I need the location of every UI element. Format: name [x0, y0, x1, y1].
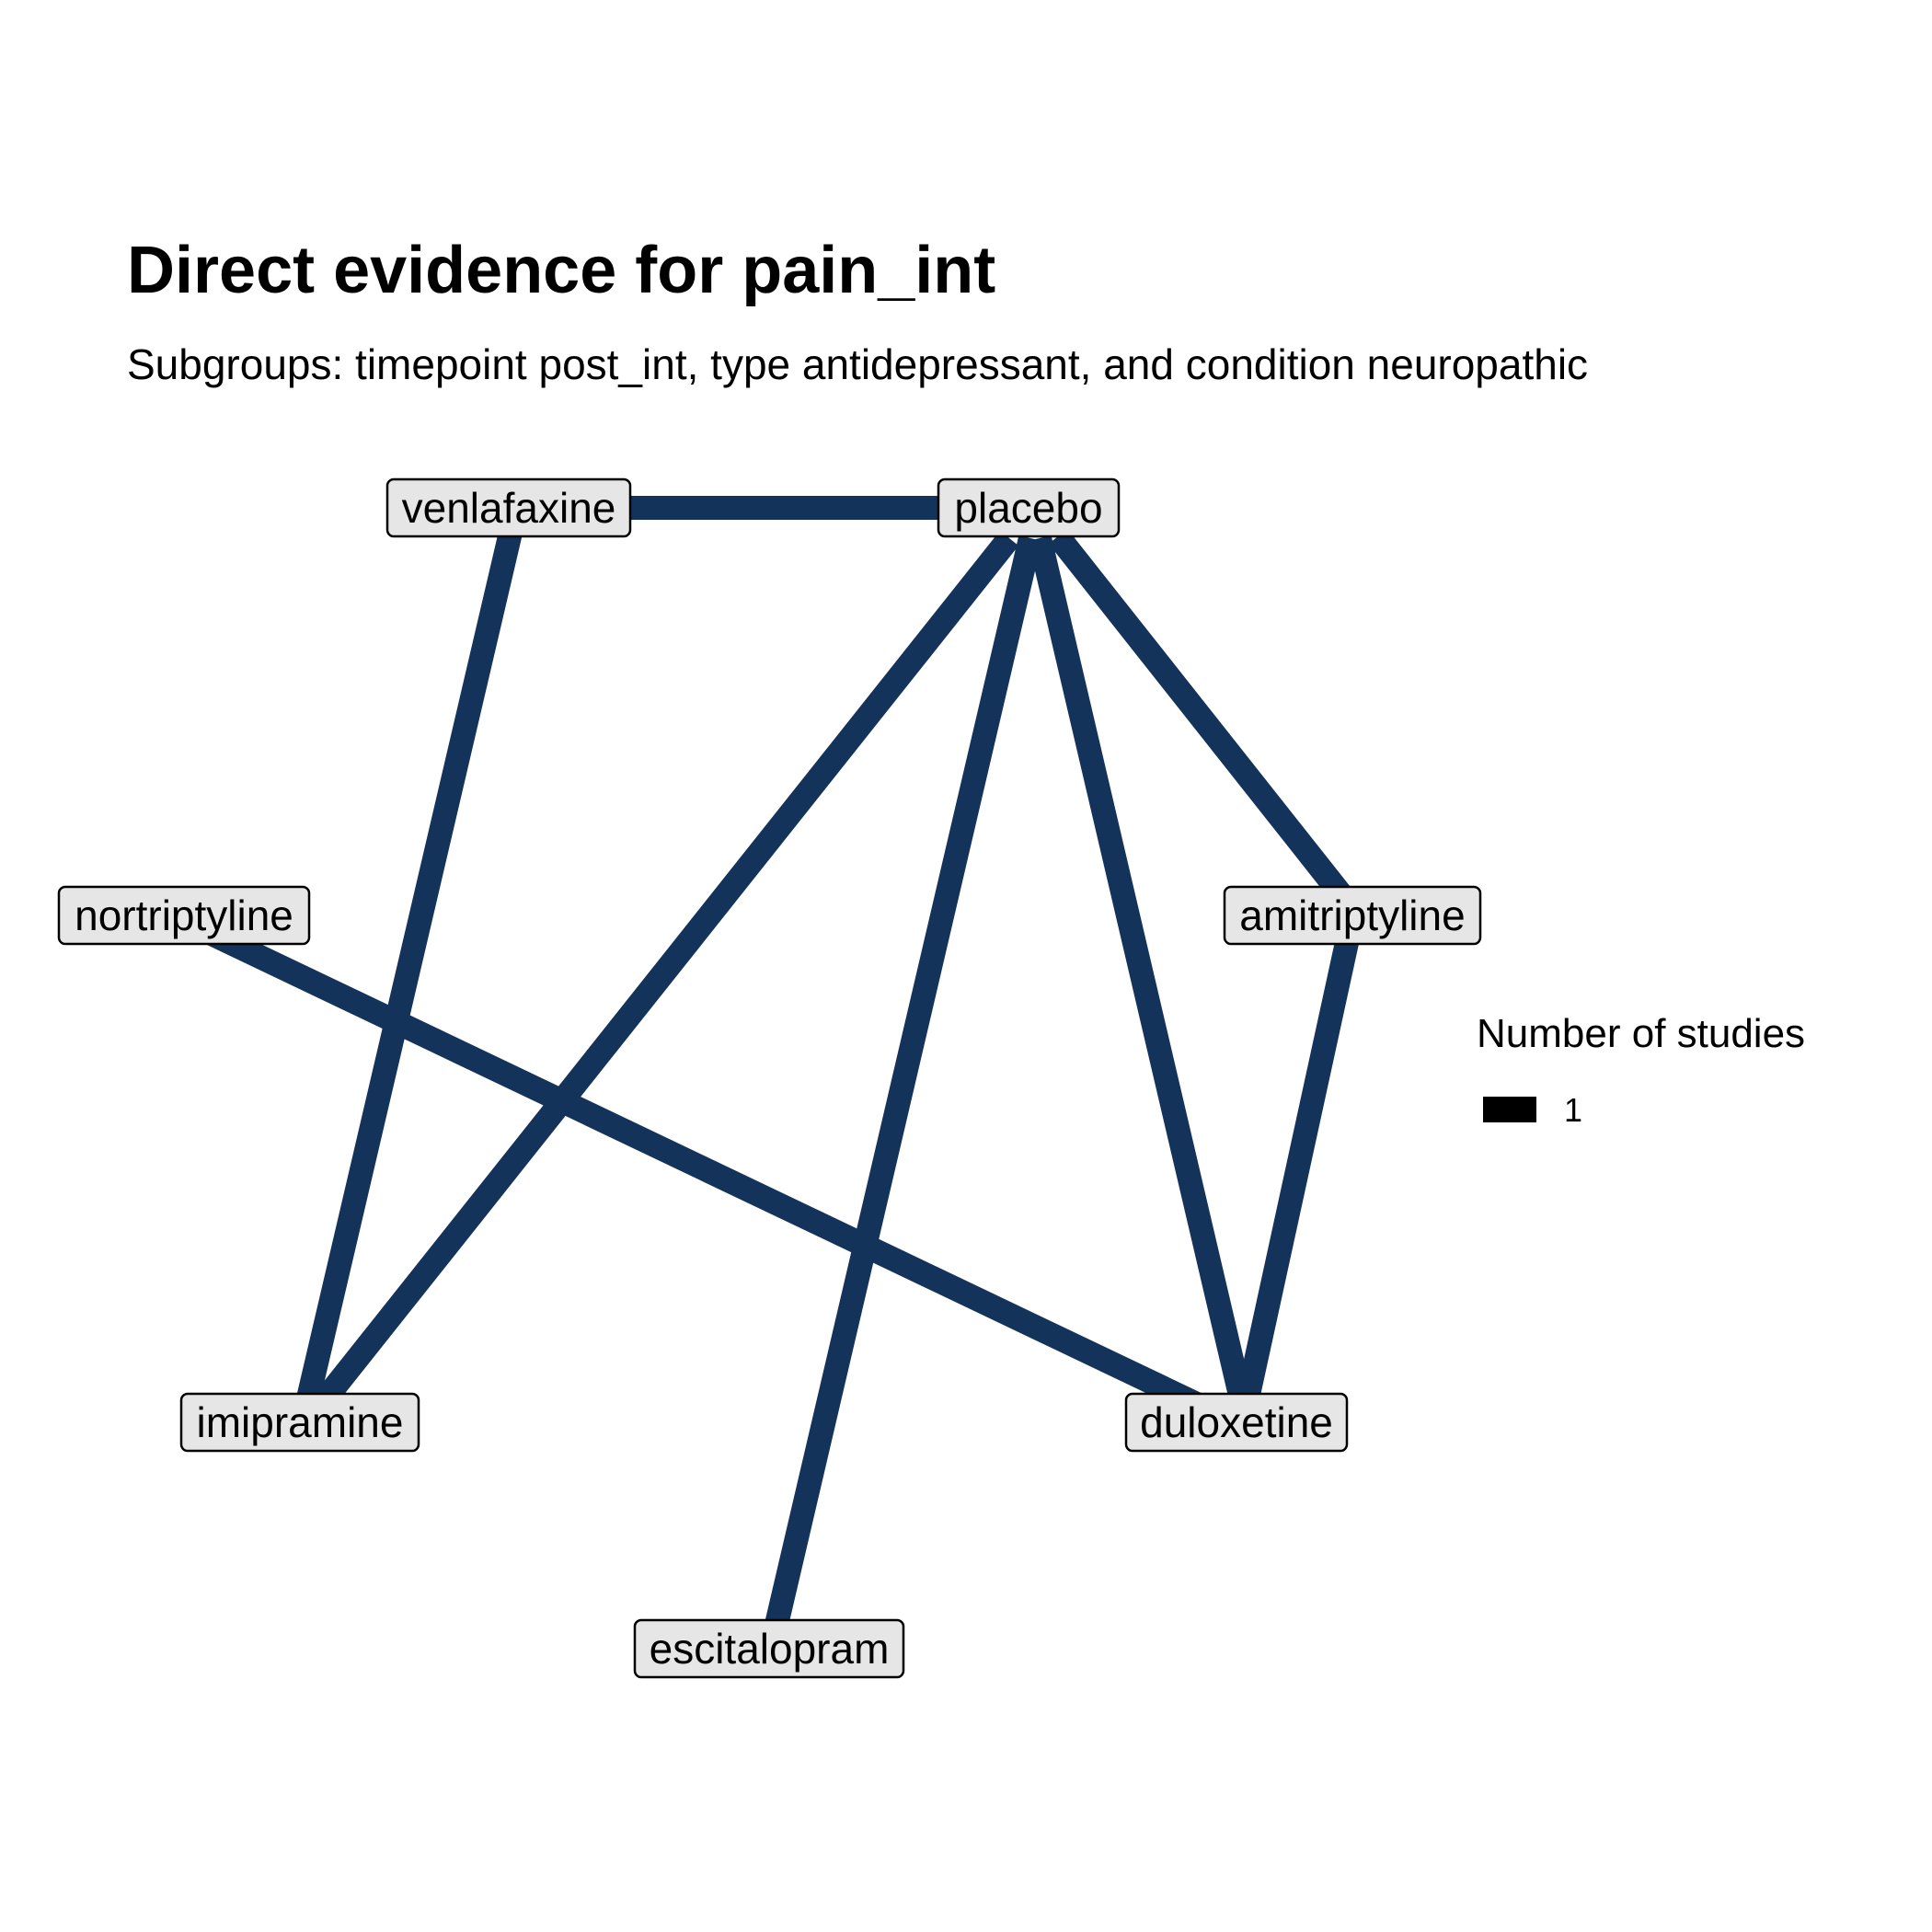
edges-layer [206, 496, 1360, 1631]
node-box-duloxetine [1124, 1392, 1349, 1453]
node-label-placebo: placebo [954, 484, 1102, 532]
node-box-venlafaxine [385, 477, 632, 538]
edge-placebo-duloxetine [1028, 535, 1254, 1406]
diagram-title: Direct evidence for pain_int [127, 234, 995, 307]
node-imipramine: imipramine [179, 1392, 420, 1453]
node-escitalopram: escitalopram [633, 1618, 905, 1679]
node-amitriptyline: amitriptyline [1223, 885, 1482, 946]
edge-venlafaxine-imipramine [296, 518, 525, 1401]
nodes-layer: venlafaxine placebo nortriptyline amitripty… [57, 477, 1482, 1679]
node-nortriptyline: nortriptyline [57, 885, 311, 946]
node-label-venlafaxine: venlafaxine [402, 484, 616, 532]
node-placebo: placebo [937, 477, 1121, 538]
legend-swatch [1483, 1097, 1536, 1122]
edge-nortriptyline-duloxetine [206, 923, 1229, 1428]
edge-placebo-amitriptyline [1048, 528, 1353, 905]
diagram-subtitle: Subgroups: timepoint post_int, type anti… [127, 340, 1588, 388]
legend: Number of studies 1 [1477, 1011, 1805, 1129]
node-duloxetine: duloxetine [1124, 1392, 1349, 1453]
legend-title: Number of studies [1477, 1011, 1805, 1056]
node-label-nortriptyline: nortriptyline [75, 891, 293, 939]
node-label-duloxetine: duloxetine [1140, 1398, 1333, 1446]
legend-label: 1 [1564, 1091, 1582, 1129]
node-box-imipramine [179, 1392, 420, 1453]
node-box-placebo [937, 477, 1121, 538]
node-label-amitriptyline: amitriptyline [1239, 891, 1465, 939]
edge-amitriptyline-duloxetine [1235, 936, 1360, 1406]
node-box-escitalopram [633, 1618, 905, 1679]
node-venlafaxine: venlafaxine [385, 477, 632, 538]
node-label-escitalopram: escitalopram [650, 1625, 890, 1673]
node-box-amitriptyline [1223, 885, 1482, 946]
node-label-imipramine: imipramine [197, 1398, 404, 1446]
edge-placebo-escitalopram [764, 535, 1042, 1631]
node-box-nortriptyline [57, 885, 311, 946]
edge-placebo-imipramine [312, 530, 1019, 1411]
